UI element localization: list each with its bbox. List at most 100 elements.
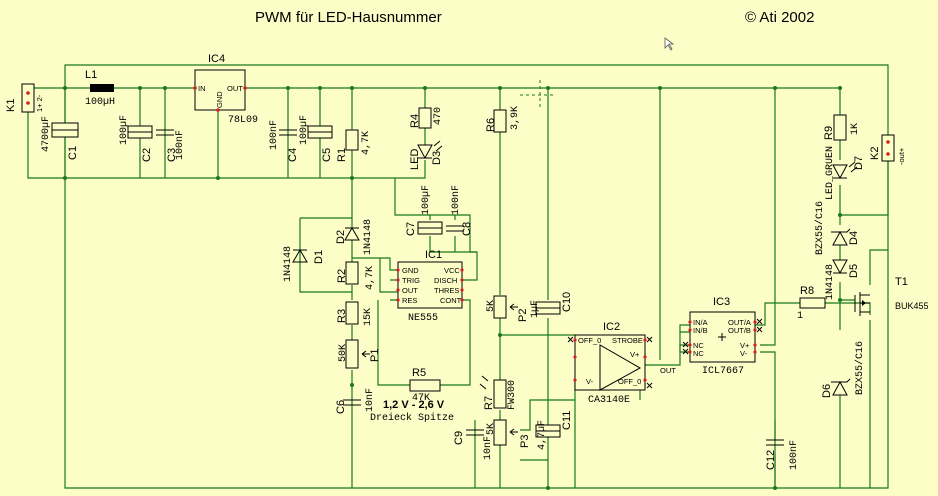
d7-val: LED_GRUEN [825,146,836,200]
d4-ref: D4 [848,231,860,245]
capacitor-c5: 100µF C5 [299,115,333,162]
capacitor-c2: 100µF C2 [119,115,153,162]
ic4-type: 78L09 [228,115,258,126]
p2-val: 5K [486,300,497,312]
d7-ref: D7 [853,156,865,170]
diode-d1: 1N4148 D1 [283,246,325,282]
r6-val: 3,9K [510,106,521,130]
led-d3: LED D3 [409,140,443,170]
note-line1: 1,2 V - 2,6 V [383,399,445,411]
r8-val: 1 [797,311,803,322]
c10-ref: C10 [561,292,573,312]
r7-val: FW300 [507,380,518,410]
r8-ref: R8 [800,285,814,297]
zener-d6: D6 BZX55/C16 [821,341,866,398]
r2-ref: R2 [336,269,348,283]
resistor-r4: R4 470 [409,107,444,129]
t1-ref: T1 [895,276,908,288]
mosfet-t1: T1 BUK455 [854,276,929,316]
potentiometer-p2: 5K P2 [486,295,529,322]
diode-d5: 1N4148 D5 [825,259,860,300]
mouse-pointer-icon [664,37,675,51]
capacitor-c12: C12 100nF [765,439,800,470]
ic1-pin-cont: CONT [440,296,462,305]
wires [27,64,889,489]
capacitor-c4: 100nF C4 [269,120,299,162]
p1-ref: P1 [369,349,381,362]
r6-ref: R6 [485,118,497,132]
ic2-pin-out: OUT [660,366,676,375]
ic1-pin-disch: DISCH [434,276,457,285]
resistor-r6: R6 3,9K [485,106,521,133]
ic3-pin-ina: IN/A [693,318,708,327]
c7-val: 100µF [421,185,432,215]
ic3-type: ICL7667 [702,366,744,377]
copyright: © Ati 2002 [745,9,814,26]
resistor-r5: R5 47K [409,367,441,404]
c10-val: 1µF [530,300,541,318]
ic1-pin-res: RES [402,296,417,305]
connector-k1: K1 1+ 2- [5,83,44,113]
ic3-pin-outb: OUT/B [728,326,751,335]
capacitor-c1: 4700µF C1 [41,116,79,160]
c12-val: 100nF [789,440,800,470]
k2-ref: K2 [869,147,881,160]
d5-ref: D5 [848,264,860,278]
capacitor-c11: 4,7µF C11 [535,411,573,450]
capacitor-c9: C9 10nF [453,429,494,460]
capacitor-c8: 100nF C8 [446,185,473,236]
k2-pins: -out+ [897,147,906,165]
c9-val: 10nF [483,436,494,460]
c4-ref: C4 [287,148,299,162]
connector-k2: K2 -out+ [869,134,906,165]
ic2-pin-off0b: OFF_0 [618,377,641,386]
r2-val: 4,7K [365,266,376,290]
ic1-ref: IC1 [425,249,442,261]
ic2-type: CA3140E [588,395,630,406]
c12-ref: C12 [765,450,777,470]
c11-ref: C11 [561,411,573,430]
r4-ref: R4 [409,114,421,128]
ic3-pin-vplus: V+ [740,341,750,350]
capacitor-c3: 100nF C3 [156,129,186,162]
l1-ref: L1 [85,69,97,81]
ic3-icl7667: IC3 IN/A IN/B NC NC OUT/A OUT/B V+ V- IC… [688,296,757,377]
d3-ref: D3 [431,151,443,165]
r9-val: 1K [850,123,861,135]
junctions [63,86,842,490]
r5-val: 47K [412,393,430,404]
resistor-r2: R2 4,7K [336,261,376,290]
c5-ref: C5 [321,148,333,162]
p3-val: 5K [486,423,497,435]
c11-val: 4,7µF [537,420,548,450]
potentiometer-p1: 50K P1 [338,339,381,369]
k1-ref: K1 [5,99,17,112]
c5-val: 100µF [299,115,310,145]
ic2-pin-off0a: OFF_0 [578,336,601,345]
d2-ref: D2 [335,230,347,244]
ic1-pin-trig: TRIG [402,276,420,285]
r4-val: 470 [433,107,444,125]
capacitor-c7: 100µF C7 [405,185,443,236]
p2-ref: P2 [517,309,529,322]
ldr-r7: R7 FW300 [479,375,518,410]
ic3-pin-nc1: NC [693,341,704,350]
ic3-ref: IC3 [713,296,730,308]
capacitor-c10: 1µF C10 [530,292,573,318]
resistor-r1: R1 4,7K [336,129,372,162]
d2-val: 1N4148 [363,219,374,255]
c6-val: 10nF [365,388,376,412]
l1-val: 100µH [85,97,115,108]
ic3-pin-outa: OUT/A [728,318,751,327]
d6-ref: D6 [821,384,833,398]
c3-ref: C3 [166,148,178,162]
zener-d4: BZX55/C16 D4 [814,201,860,255]
c4-val: 100nF [269,120,280,150]
ic2-pin-strobe: STROBE [612,336,643,345]
ic4-ref: IC4 [208,53,225,65]
r1-ref: R1 [336,148,348,162]
ic1-pin-out: OUT [402,286,418,295]
ic2-pin-vminus: V- [586,377,594,386]
p3-ref: P3 [519,435,531,448]
